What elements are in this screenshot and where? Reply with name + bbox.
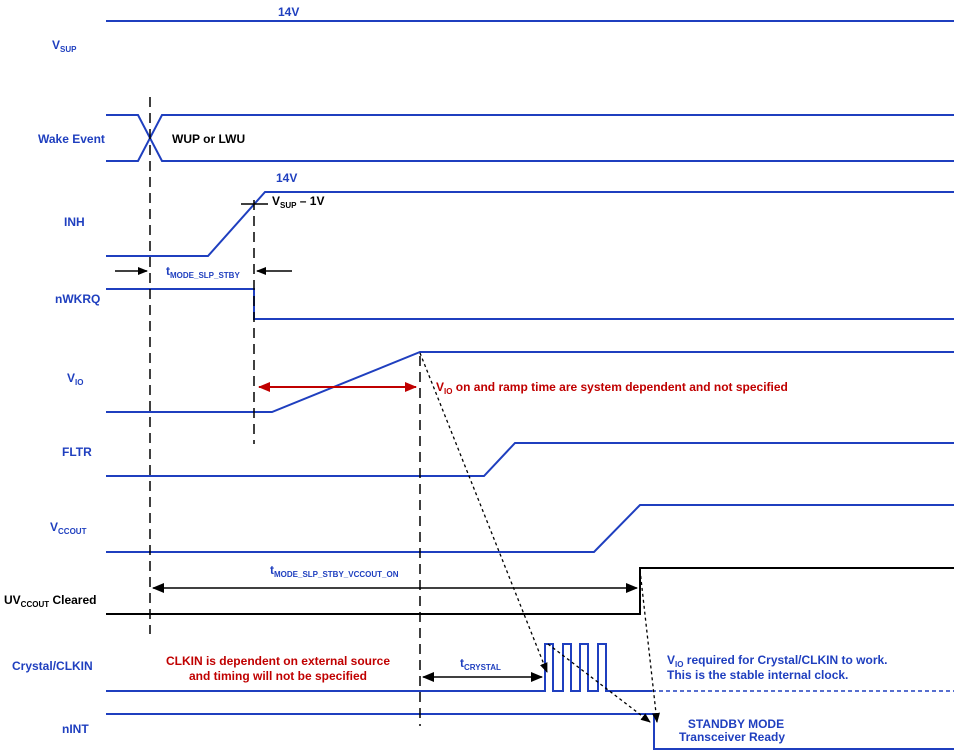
annotation-standby-mode: STANDBY MODE xyxy=(688,717,784,731)
dotted-arrow-uv-nint xyxy=(639,569,660,723)
dotted-arrow-vio-crystal xyxy=(419,352,548,673)
annotation-vio-note: VIO on and ramp time are system dependen… xyxy=(436,380,788,396)
wave-uvccout xyxy=(106,567,954,615)
annotation-vio-required: VIO required for Crystal/CLKIN to work. xyxy=(667,653,888,669)
wave-nwkrq xyxy=(106,288,954,320)
wave-crystal xyxy=(106,643,652,692)
annotation-wake-text: WUP or LWU xyxy=(172,132,245,146)
annotation-clkin-note-2: and timing will not be specified xyxy=(189,669,367,683)
label-vccout: VCCOUT xyxy=(50,520,87,536)
wave-nint xyxy=(106,713,954,750)
annotation-stable-clock: This is the stable internal clock. xyxy=(667,668,848,682)
annotation-clkin-note-1: CLKIN is dependent on external source xyxy=(166,654,390,668)
wave-vccout xyxy=(106,504,954,553)
wave-inh xyxy=(106,191,954,257)
annotation-vsup-14v: 14V xyxy=(278,5,299,19)
annotation-t-crystal: tCRYSTAL xyxy=(460,656,501,672)
annotation-t-mode-vccout-on: tMODE_SLP_STBY_VCCOUT_ON xyxy=(270,563,399,579)
label-vio: VIO xyxy=(67,371,83,387)
label-crystal-clkin: Crystal/CLKIN xyxy=(12,659,93,673)
annotation-inh-threshold: VSUP – 1V xyxy=(272,194,325,210)
label-inh: INH xyxy=(64,215,85,229)
label-vsup: VSUP xyxy=(52,38,77,54)
label-wake-event: Wake Event xyxy=(38,132,105,146)
label-nwkrq: nWKRQ xyxy=(55,292,100,306)
annotation-inh-14v: 14V xyxy=(276,171,297,185)
annotation-transceiver-ready: Transceiver Ready xyxy=(679,730,785,744)
annotation-t-mode-slp-stby: tMODE_SLP_STBY xyxy=(166,264,240,280)
label-fltr: FLTR xyxy=(62,445,92,459)
wave-fltr xyxy=(106,442,954,477)
label-nint: nINT xyxy=(62,722,89,736)
label-uvccout-cleared: UVCCOUT Cleared xyxy=(4,593,96,609)
